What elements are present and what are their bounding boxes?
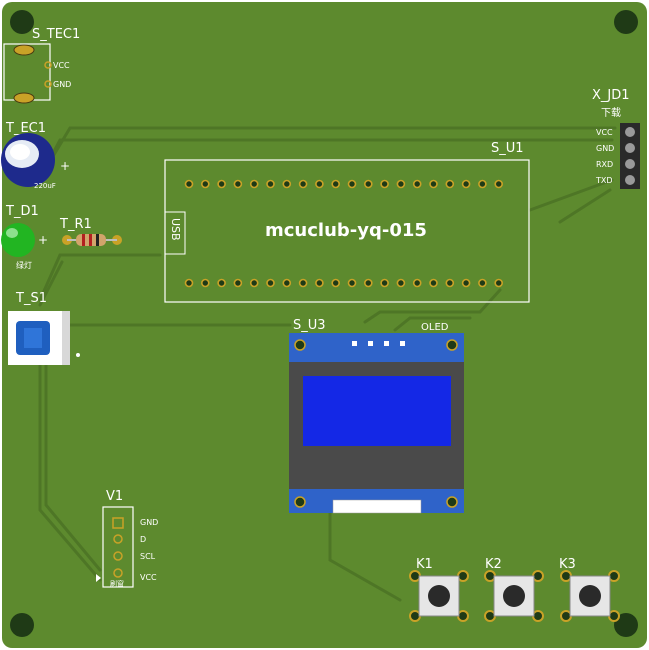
mcu-pin <box>494 179 504 189</box>
label-t-d1: T_D1 <box>5 204 39 219</box>
cap-plus-sign: + <box>60 159 70 173</box>
button-k2[interactable] <box>484 570 544 622</box>
mcu-pin <box>380 179 389 189</box>
mcu-pin <box>429 179 438 189</box>
v1-outline <box>102 506 134 588</box>
mcu-pin <box>429 278 438 288</box>
mcu-pin <box>184 278 194 288</box>
mcu-pin <box>347 179 357 189</box>
download-header[interactable] <box>620 123 640 189</box>
mcu-pin <box>266 179 275 189</box>
mcu-pin <box>445 278 455 288</box>
label-oled: OLED <box>421 322 449 333</box>
label-v1-scl: SCL <box>140 552 156 561</box>
label-x-jd1: X_JD1 <box>592 88 630 103</box>
mcu-pin <box>233 278 243 288</box>
led <box>1 223 35 257</box>
oled-screen <box>303 376 451 446</box>
label-pin-gnd: GND <box>596 144 614 153</box>
mcu-pin <box>461 278 471 288</box>
mcu-pin <box>363 179 373 189</box>
mcu-pin <box>363 278 373 288</box>
mcu-pin <box>494 278 504 288</box>
mounting-hole-top-right <box>614 10 638 34</box>
mcu-pin <box>412 179 422 189</box>
label-t-r1: T_R1 <box>59 217 92 232</box>
tec-connector <box>3 43 52 104</box>
label-k1: K1 <box>416 557 433 572</box>
mcu-pin <box>298 278 308 288</box>
label-v1-gnd: GND <box>140 518 158 527</box>
mounting-hole-bottom-left <box>10 613 34 637</box>
button-k3[interactable] <box>560 570 620 622</box>
label-v1-vcc: VCC <box>140 573 157 582</box>
mounting-hole-top-left <box>10 10 34 34</box>
usb-port-outline <box>164 211 186 255</box>
mcu-pin <box>282 278 292 288</box>
mcu-pin <box>315 278 324 288</box>
label-k2: K2 <box>485 557 502 572</box>
mounting-hole-bottom-right <box>614 613 638 637</box>
label-cap-value: 220uF <box>34 182 56 190</box>
mcu-pin <box>249 278 259 288</box>
label-s-u1: S_U1 <box>491 141 524 156</box>
label-pin-rxd: RXD <box>596 160 613 169</box>
button-k1[interactable] <box>409 570 469 622</box>
mcu-pin <box>478 179 487 189</box>
label-s-u3: S_U3 <box>293 318 326 333</box>
v1-pins <box>112 517 124 578</box>
mcu-pin <box>217 179 226 189</box>
switch-dot <box>76 353 80 357</box>
mcu-pin <box>201 179 210 189</box>
label-k3: K3 <box>559 557 576 572</box>
mcu-pin <box>412 278 422 288</box>
oled-module <box>289 333 464 514</box>
label-tec-vcc: VCC <box>53 61 70 70</box>
mcu-pin <box>478 278 487 288</box>
power-switch[interactable] <box>8 311 70 365</box>
label-t-ec1: T_EC1 <box>5 121 46 136</box>
mcu-bottom-pin-row <box>184 278 504 288</box>
mcu-pin <box>331 278 341 288</box>
label-download: 下载 <box>601 107 621 119</box>
mcu-pin <box>266 278 275 288</box>
mcu-pin <box>201 278 210 288</box>
label-led-note: 绿灯 <box>16 260 32 270</box>
mcu-pin <box>396 179 406 189</box>
mcu-pin <box>396 278 406 288</box>
label-v1-bottom: 刷窗 <box>110 579 124 588</box>
led-plus-sign: + <box>38 233 48 247</box>
label-v1: V1 <box>106 489 123 504</box>
label-t-s1: T_S1 <box>15 291 47 306</box>
label-pin-vcc: VCC <box>596 128 613 137</box>
mcu-pin <box>298 179 308 189</box>
mcu-pin <box>282 179 292 189</box>
label-s-tec1: S_TEC1 <box>32 27 80 42</box>
mcu-pin <box>184 179 194 189</box>
mcu-pin <box>331 179 341 189</box>
label-tec-gnd: GND <box>53 80 71 89</box>
mcu-top-pin-row <box>184 179 504 189</box>
mcu-pin <box>445 179 455 189</box>
mcu-pin <box>347 278 357 288</box>
mcu-pin <box>380 278 389 288</box>
mcu-pin <box>315 179 324 189</box>
mcu-pin <box>217 278 226 288</box>
mcu-pin <box>249 179 259 189</box>
label-mcu-name: mcuclub-yq-015 <box>265 220 427 241</box>
label-usb: USB <box>169 218 182 241</box>
capacitor <box>1 133 55 187</box>
mcu-pin <box>461 179 471 189</box>
v1-pointer <box>96 574 101 582</box>
resistor <box>62 234 122 246</box>
label-v1-d: D <box>140 535 146 544</box>
label-pin-txd: TXD <box>595 176 613 185</box>
mcu-pin <box>233 179 243 189</box>
